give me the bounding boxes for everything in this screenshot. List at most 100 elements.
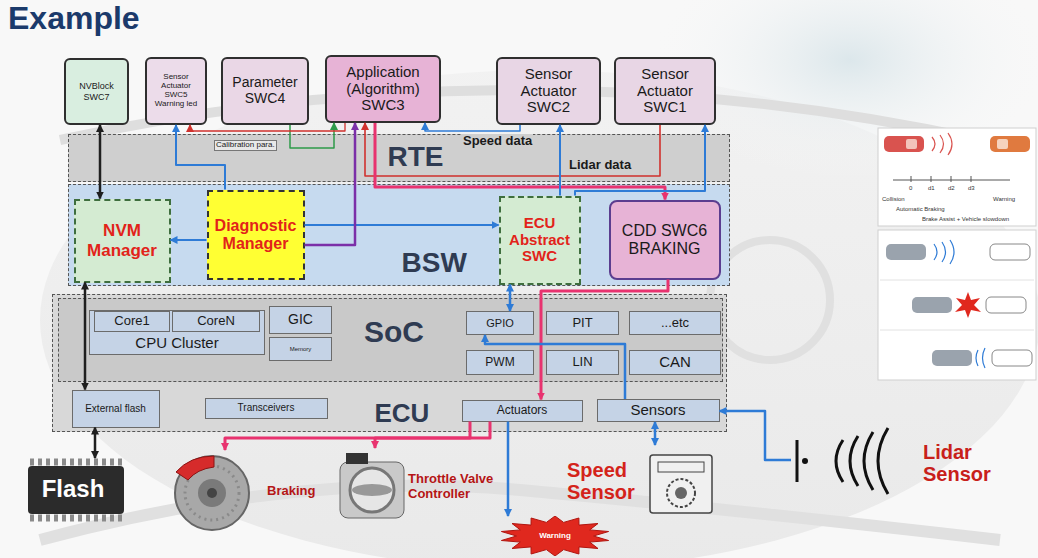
node-label: Flash xyxy=(42,476,105,503)
node-label: PIT xyxy=(572,316,592,331)
connector xyxy=(375,123,665,200)
software-component-box: Sensor Actuator SWC2 xyxy=(496,57,601,125)
hardware-block: CoreN xyxy=(172,311,260,332)
speed-sensor-head xyxy=(658,462,704,472)
node-label: CoreN xyxy=(197,314,235,329)
node-label: Throttle Valve Controller xyxy=(408,472,504,501)
band-label: RTE xyxy=(388,143,444,171)
node-label: Sensor Actuator SWC2 xyxy=(501,66,596,116)
speed-sensor-housing xyxy=(650,455,712,513)
layer-band: SoC CPU Cluster Core1 CoreN GIC Memory GPIO PIT… xyxy=(58,298,723,382)
connector xyxy=(94,428,97,459)
band-label: BSW xyxy=(402,249,467,277)
device-picture: Throttle Valve Controller xyxy=(332,448,504,526)
warning-burst: Warning xyxy=(500,516,610,556)
connector xyxy=(541,280,668,400)
node-label: Sensor Actuator SWC1 xyxy=(619,66,711,116)
node-label: External flash xyxy=(85,403,146,414)
node-label: CPU Cluster xyxy=(135,335,218,352)
speed-sensor-hub xyxy=(675,487,687,499)
radar-waves xyxy=(976,348,985,368)
flash-chip-label-box: Flash xyxy=(18,458,128,520)
node-label: Memory xyxy=(290,346,312,353)
connector xyxy=(225,422,470,451)
bsw-module-box: ECU Abstract SWC xyxy=(499,196,581,285)
connector xyxy=(176,125,225,190)
figure-panel xyxy=(878,128,1036,226)
car xyxy=(990,244,1030,260)
lidar-emitter xyxy=(796,440,799,482)
band-label: ECU xyxy=(375,400,430,426)
node-label: GPIO xyxy=(486,317,514,329)
hardware-block: Memory xyxy=(269,337,332,361)
figure-label: d1 xyxy=(928,185,935,192)
software-component-box: Application (Algorithm) SWC3 xyxy=(325,55,441,123)
connector xyxy=(84,283,87,390)
edge-label: Calibration para. xyxy=(214,140,277,151)
connector xyxy=(290,123,334,148)
hardware-block: CAN xyxy=(629,350,721,375)
brake-disc xyxy=(175,456,249,530)
warning-burst-outline xyxy=(501,516,608,556)
connector xyxy=(559,125,561,196)
node-label: Actuators xyxy=(497,404,548,417)
hardware-block: PWM xyxy=(466,350,534,375)
hardware-block: GPIO xyxy=(466,311,534,335)
figure-label: Warning xyxy=(993,196,1015,203)
software-component-box: Sensor Actuator SWC1 xyxy=(614,57,716,125)
radar-waves xyxy=(932,133,952,155)
connector xyxy=(575,125,705,196)
node-label: Warning xyxy=(539,532,571,541)
bsw-module-box: NVM Manager xyxy=(74,199,171,283)
node-label: Sensors xyxy=(630,402,685,419)
node-label: ECU Abstract SWC xyxy=(504,215,576,265)
node-label: Speed Sensor xyxy=(567,459,644,504)
hardware-block: Core1 xyxy=(94,311,170,332)
figure-label: d3 xyxy=(968,185,975,192)
hardware-block: ...etc xyxy=(629,311,721,335)
radar-waves xyxy=(934,240,954,264)
car-window xyxy=(906,139,917,149)
band-label: SoC xyxy=(364,317,424,347)
node-label: PWM xyxy=(485,356,514,369)
figure-label: Brake Assist + Vehicle slowdown xyxy=(922,216,1009,223)
panel-divider xyxy=(880,280,1034,281)
node-label: NVBlock SWC7 xyxy=(69,81,124,101)
hardware-block: Transceivers xyxy=(205,398,328,419)
figure-label: Automatic Braking xyxy=(896,206,945,213)
node-label: CDD SWC6 BRAKING xyxy=(614,222,716,258)
chip-pins xyxy=(30,459,122,466)
car xyxy=(992,350,1032,366)
engine-bay-backdrop xyxy=(40,70,1038,558)
connector xyxy=(509,285,512,312)
hardware-block: LIN xyxy=(546,350,619,375)
connector xyxy=(485,335,625,399)
connector xyxy=(305,224,499,226)
software-component-box: Sensor Actuator SWC5 Warning led xyxy=(145,57,207,125)
connector xyxy=(305,123,356,245)
node-label: Sensor Actuator SWC5 Warning led xyxy=(150,73,202,109)
hardware-block: CPU Cluster Core1 CoreN xyxy=(89,310,265,355)
layer-band: BSWNVM ManagerDiagnostic ManagerECU Abst… xyxy=(68,184,730,286)
throttle-plate xyxy=(352,484,392,496)
car xyxy=(990,136,1030,152)
figure-panel xyxy=(878,230,1036,380)
hardware-block: Sensors xyxy=(597,399,720,422)
node-label: Parameter SWC4 xyxy=(226,75,304,106)
figure-label: 0 xyxy=(909,185,912,192)
hardware-block: GIC xyxy=(269,306,332,334)
axis-ticks xyxy=(911,176,971,182)
node-label: Braking xyxy=(267,484,315,499)
connector xyxy=(720,411,792,460)
title: Example xyxy=(8,1,140,36)
node-label: Transceivers xyxy=(238,402,295,413)
node-label: NVM Manager xyxy=(79,221,166,259)
chip-pins xyxy=(30,515,122,522)
car-window xyxy=(997,139,1008,149)
node-label: Core1 xyxy=(114,314,149,329)
hardware-block: PIT xyxy=(546,311,619,335)
brake-caliper xyxy=(176,456,214,480)
node-label: ...etc xyxy=(661,316,689,331)
hardware-block: Actuators xyxy=(462,400,583,422)
